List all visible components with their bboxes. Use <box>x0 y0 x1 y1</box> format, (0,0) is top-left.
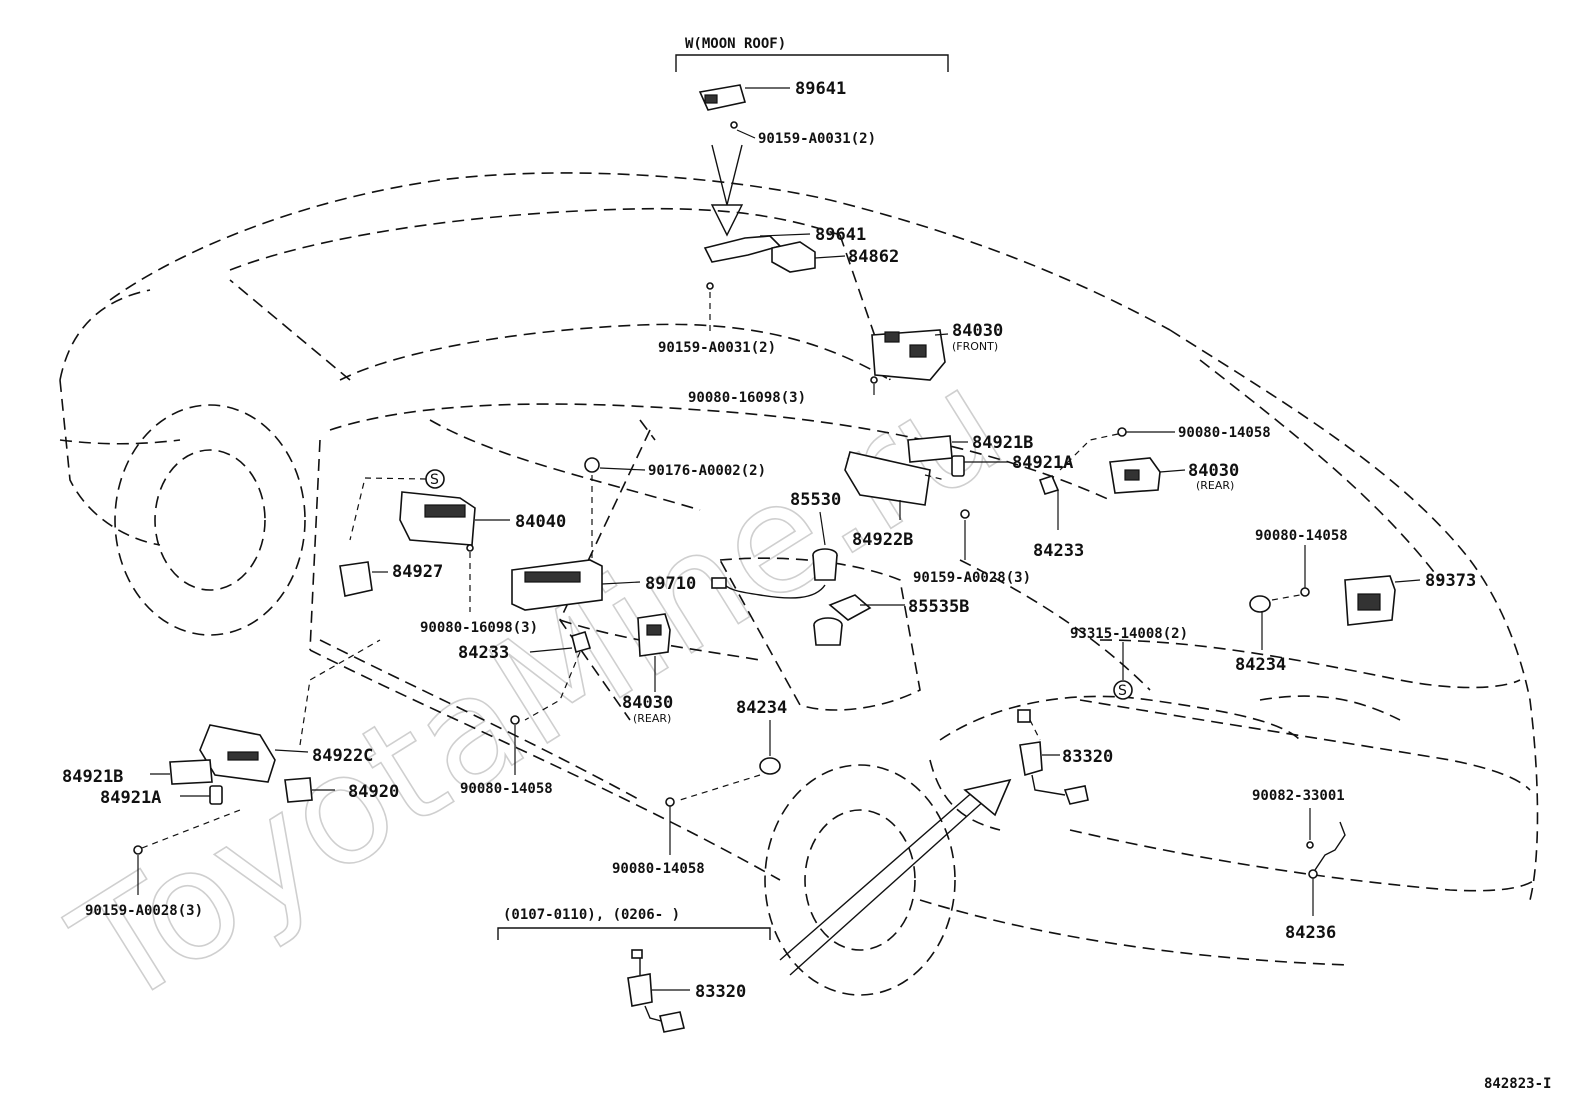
label-85535B: 85535B <box>908 597 969 617</box>
part-83320 <box>1017 709 1089 805</box>
label-90176-A0002: 90176-A0002(2) <box>648 463 766 479</box>
label-84921B-r: 84921B <box>972 433 1033 453</box>
label-84030-rear-l-note: (REAR) <box>633 712 671 725</box>
label-85530: 85530 <box>790 490 841 510</box>
label-89373: 89373 <box>1425 571 1476 591</box>
part-84922B <box>844 451 946 520</box>
part-84920 <box>284 777 335 803</box>
label-90159-A0028-mid: 90159-A0028(3) <box>913 570 1031 586</box>
label-90080-14058-r: 90080-14058 <box>1178 425 1271 441</box>
symbol-s-icon: S <box>1118 683 1127 699</box>
label-90159-A0031-top: 90159-A0031(2) <box>758 131 876 147</box>
label-83320: 83320 <box>1062 747 1113 767</box>
label-90080-14058-b: 90080-14058 <box>612 861 705 877</box>
label-90080-14058-a: 90080-14058 <box>460 781 553 797</box>
part-83320-detail <box>627 949 690 1033</box>
s-symbol-84040: S <box>349 469 445 541</box>
label-84030-front: 84030 <box>952 321 1003 341</box>
part-90159-A0028-l <box>133 809 241 895</box>
label-89641-top: 89641 <box>795 79 846 99</box>
part-84030-front <box>870 329 949 395</box>
part-84030-rear-r <box>1109 457 1186 494</box>
part-84921A-l <box>180 785 223 805</box>
moon-roof-bracket: W(MOON ROOF) <box>675 36 949 72</box>
label-84234-r: 84234 <box>1235 655 1286 675</box>
part-84921A-r <box>951 455 1008 477</box>
label-84920: 84920 <box>348 782 399 802</box>
symbol-s-icon: S <box>430 472 439 488</box>
part-84862 <box>771 241 846 273</box>
part-84233-l <box>524 631 592 721</box>
part-89710 <box>511 559 641 611</box>
label-84030-rear-l: 84030 <box>622 693 673 713</box>
detail-arrow <box>779 778 1012 976</box>
label-90080-16098-l: 90080-16098(3) <box>420 620 538 636</box>
label-84030-front-note: (FRONT) <box>952 340 998 353</box>
part-84233-r <box>1038 475 1060 530</box>
part-84927 <box>339 561 388 597</box>
label-83320-detail: 83320 <box>695 982 746 1002</box>
part-84234-l <box>679 720 781 801</box>
part-85535B <box>813 594 905 646</box>
label-84922B: 84922B <box>852 530 913 550</box>
label-89641: 89641 <box>815 225 866 245</box>
label-84030-rear-r-note: (REAR) <box>1196 479 1234 492</box>
date-range-bracket: (0107-0110), (0206- ) <box>497 907 771 940</box>
part-84236 <box>1306 808 1346 916</box>
label-84234-l: 84234 <box>736 698 787 718</box>
label-84862: 84862 <box>848 247 899 267</box>
figure-number: 842823-I <box>1484 1076 1551 1092</box>
label-84236: 84236 <box>1285 923 1336 943</box>
label-90159-A0031: 90159-A0031(2) <box>658 340 776 356</box>
part-90080-14058-b <box>665 797 675 855</box>
part-84921B-l <box>150 759 213 785</box>
label-90080-16098-r: 90080-16098(3) <box>688 390 806 406</box>
label-84030-rear-r: 84030 <box>1188 461 1239 481</box>
label-84040: 84040 <box>515 512 566 532</box>
part-90080-14058-rr <box>1300 545 1310 597</box>
part-85530 <box>711 511 838 599</box>
part-90159-A0028-mid <box>960 509 970 560</box>
label-84922C: 84922C <box>312 746 373 766</box>
part-90080-14058-a <box>510 715 520 775</box>
label-90082-33001: 90082-33001 <box>1252 788 1345 804</box>
part-89373 <box>1344 575 1421 626</box>
label-84233-l: 84233 <box>458 643 509 663</box>
moon-roof-arrow <box>710 144 744 237</box>
part-84922C <box>199 639 381 783</box>
label-84921A-r: 84921A <box>1012 453 1073 473</box>
label-93315-14008: 93315-14008(2) <box>1070 626 1188 642</box>
moon-roof-label: W(MOON ROOF) <box>685 36 786 52</box>
label-90159-A0028-l: 90159-A0028(3) <box>85 903 203 919</box>
label-84233-r: 84233 <box>1033 541 1084 561</box>
part-93315-14008: S <box>1113 642 1133 700</box>
label-84927: 84927 <box>392 562 443 582</box>
label-84921B-l: 84921B <box>62 767 123 787</box>
part-84030-rear-l <box>637 613 671 692</box>
label-89710: 89710 <box>645 574 696 594</box>
part-89641-top <box>698 84 790 139</box>
label-90080-14058-rr: 90080-14058 <box>1255 528 1348 544</box>
part-84040 <box>399 491 510 612</box>
date-range-label: (0107-0110), (0206- ) <box>503 907 680 923</box>
car-body-outline <box>59 172 1539 996</box>
part-84234-r <box>1249 594 1301 650</box>
label-84921A-l: 84921A <box>100 788 161 808</box>
part-90080-14058-r <box>1059 427 1175 471</box>
watermark: ToyotaMine.ru <box>46 335 1031 1041</box>
part-labels: 89641 90159-A0031(2) 89641 84862 90159-A… <box>62 79 1476 1002</box>
